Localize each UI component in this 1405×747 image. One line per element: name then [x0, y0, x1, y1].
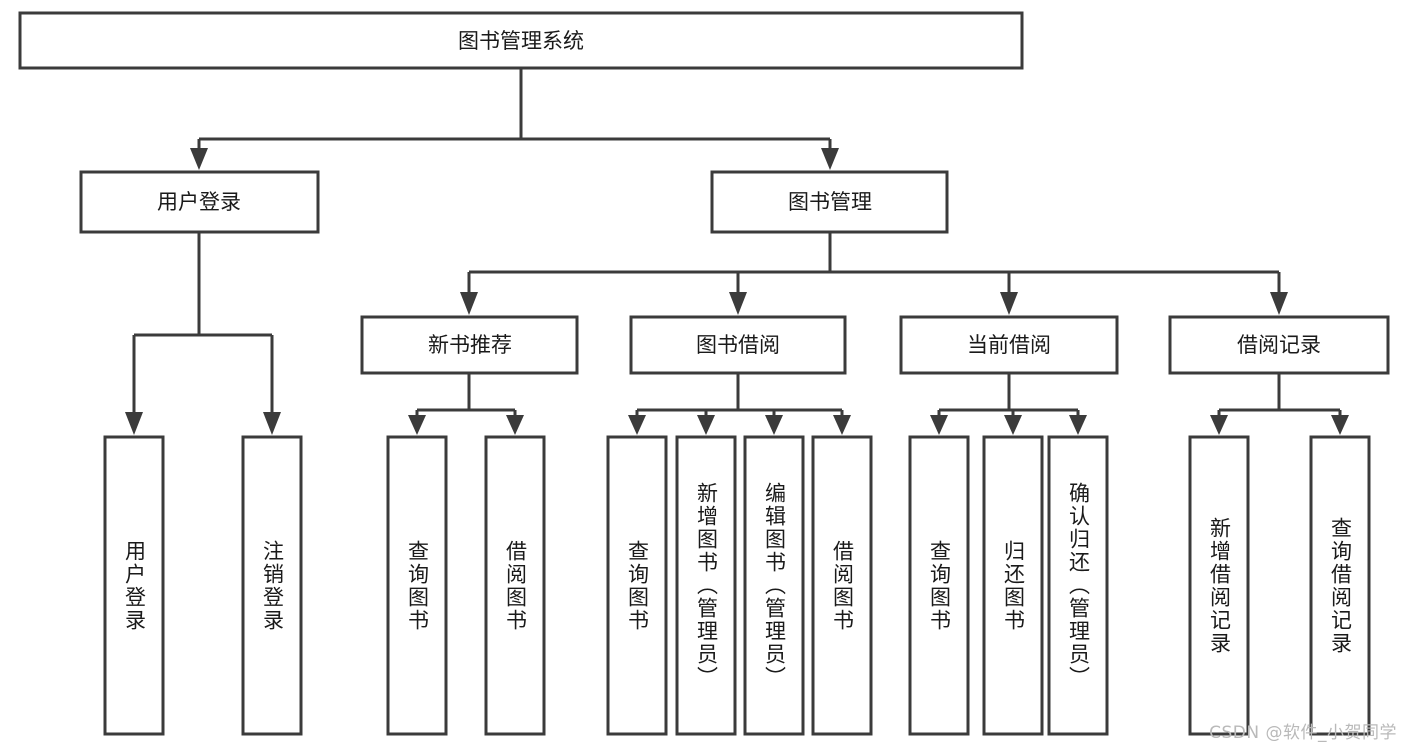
arrow-head-borrow-records: [1270, 292, 1288, 315]
connector-group-bookmgmt-to-level3: [460, 232, 1288, 315]
node-book-borrow-box[interactable]: [629, 315, 847, 375]
node-user-login-box[interactable]: [79, 170, 320, 234]
arrow-head-leaf-user-login: [125, 412, 143, 435]
arrow-head-user-login: [190, 148, 208, 170]
arrow-head-nb-leaf-1: [408, 415, 426, 435]
connector-group-bookborrow-to-leaves: [628, 373, 851, 435]
node-user-login[interactable]: 用户登录: [79, 170, 320, 234]
node-current-borrow[interactable]: 当前借阅: [899, 315, 1119, 375]
leaf-node-box[interactable]: [103, 435, 165, 736]
leaf-node-box[interactable]: [743, 435, 805, 736]
node-current-borrow-box[interactable]: [899, 315, 1119, 375]
arrow-head-new-books: [460, 292, 478, 315]
arrow-head-bb-leaf-4: [833, 415, 851, 435]
arrow-head-br-leaf-1: [1210, 415, 1228, 435]
leaf-node-box[interactable]: [241, 435, 303, 736]
node-new-book-recommend-label: 新书推荐: [428, 333, 512, 357]
node-new-book-recommend[interactable]: 新书推荐: [360, 315, 579, 375]
leaf-box-group: [103, 435, 1371, 736]
connector-group-newbooks-to-leaves: [408, 373, 524, 435]
node-book-borrow[interactable]: 图书借阅: [629, 315, 847, 375]
arrow-head-bb-leaf-1: [628, 415, 646, 435]
connector-group-userlogin-to-leaves: [125, 232, 281, 435]
node-borrow-records-label: 借阅记录: [1237, 333, 1321, 357]
leaf-node-box[interactable]: [484, 435, 546, 736]
node-root[interactable]: 图书管理系统: [18, 11, 1024, 70]
arrow-head-book-borrow: [729, 292, 747, 315]
node-book-management-label: 图书管理: [788, 190, 872, 214]
arrow-head-cb-leaf-1: [930, 415, 948, 435]
leaf-node-box[interactable]: [386, 435, 448, 736]
arrow-head-bb-leaf-3: [765, 415, 783, 435]
connector-group-root-to-level2: [190, 68, 839, 170]
arrow-head-current-borrow: [1000, 292, 1018, 315]
leaf-node-box[interactable]: [1309, 435, 1371, 736]
connector-group-currentborrow-to-leaves: [930, 373, 1087, 435]
leaf-node-box[interactable]: [675, 435, 737, 736]
leaf-node-box[interactable]: [1188, 435, 1250, 736]
node-current-borrow-label: 当前借阅: [967, 333, 1051, 357]
node-root-box[interactable]: [18, 11, 1024, 70]
node-borrow-records[interactable]: 借阅记录: [1168, 315, 1390, 375]
leaf-node-box[interactable]: [982, 435, 1044, 736]
arrow-head-br-leaf-2: [1331, 415, 1349, 435]
leaf-node-box[interactable]: [1047, 435, 1109, 736]
connector-group-borrowrecords-to-leaves: [1210, 373, 1349, 435]
leaf-node-box[interactable]: [811, 435, 873, 736]
node-book-management[interactable]: 图书管理: [710, 170, 949, 234]
node-book-management-box[interactable]: [710, 170, 949, 234]
arrow-head-book-mgmt: [821, 148, 839, 170]
node-new-book-recommend-box[interactable]: [360, 315, 579, 375]
node-root-label: 图书管理系统: [458, 29, 584, 53]
node-user-login-label: 用户登录: [157, 190, 241, 214]
node-borrow-records-box[interactable]: [1168, 315, 1390, 375]
node-book-borrow-label: 图书借阅: [696, 333, 780, 357]
arrow-head-nb-leaf-2: [506, 415, 524, 435]
arrow-head-leaf-logout: [263, 412, 281, 435]
arrow-head-cb-leaf-3: [1069, 415, 1087, 435]
leaf-node-box[interactable]: [908, 435, 970, 736]
arrow-head-cb-leaf-2: [1004, 415, 1022, 435]
watermark-text: CSDN @软件_小贺同学: [1209, 723, 1397, 743]
arrow-head-bb-leaf-2: [697, 415, 715, 435]
leaf-node-box[interactable]: [606, 435, 668, 736]
